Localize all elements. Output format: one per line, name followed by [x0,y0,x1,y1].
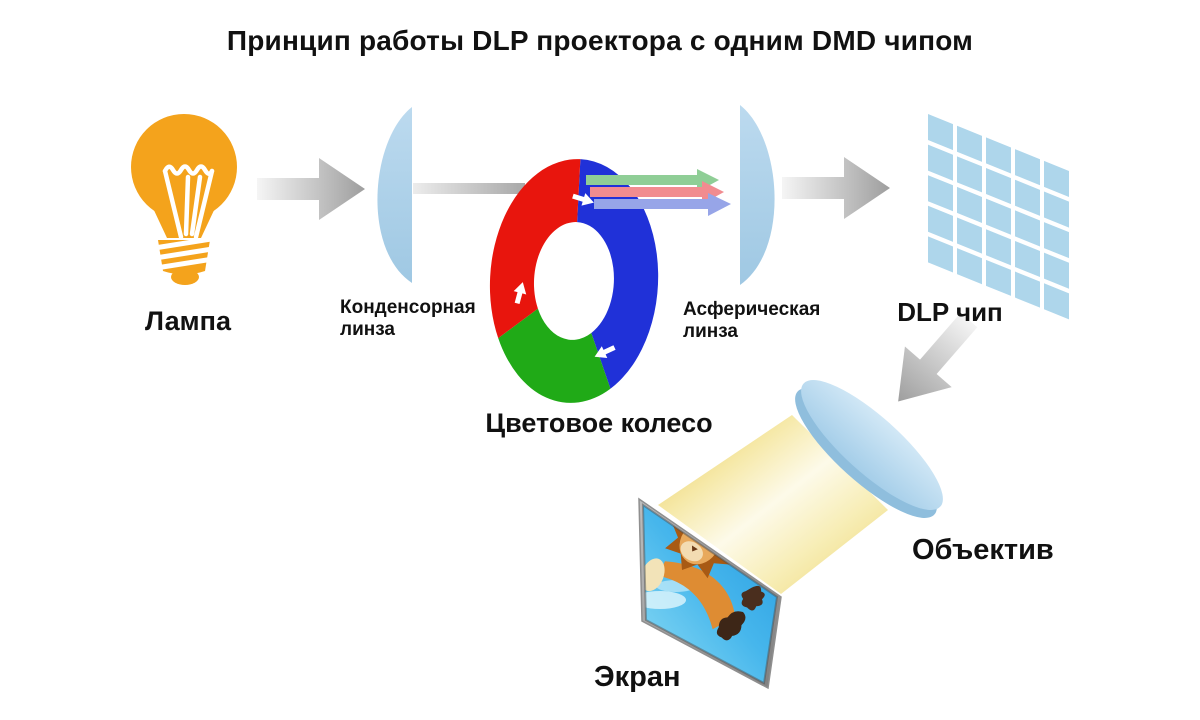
lamp-label: Лампа [145,306,231,336]
wheel-segment-green [498,308,611,403]
dmd-tile [1015,240,1040,278]
dmd-tile [1044,191,1069,228]
lamp-icon [131,114,237,285]
dlp-chip-label: DLP чип [897,297,1003,327]
condenser-lens-label: Конденсорная линза [340,297,476,342]
wheel-segment-red [489,159,581,339]
light-beam [658,415,888,594]
arrow-lens-to-chip-icon [782,157,890,219]
diagram-title: Принцип работы DLP проектора с одним DMD… [226,25,974,56]
dmd-tile [928,175,953,212]
dmd-tile [986,168,1011,205]
lamp-screw-threads [146,235,224,272]
rgb-beam-blue-icon [594,193,731,216]
dmd-tile [928,114,953,151]
condenser-lens-icon [377,107,412,283]
color-wheel-icon [489,159,659,403]
objective-label: Объектив [912,534,1054,566]
dmd-grid-tiles [928,114,1069,320]
dmd-tile [957,217,982,254]
dmd-tile [1015,179,1040,216]
dmd-tile [1044,252,1069,289]
dmd-tile [1044,160,1069,197]
dmd-tile [957,156,982,193]
dmd-tile [986,259,1011,296]
arrow-lamp-to-condenser-icon [257,158,365,220]
light-path-line [413,183,525,194]
dmd-tile [957,125,982,162]
condenser-lens-label-line1: Конденсорная [340,297,476,318]
dmd-tile [957,248,982,285]
screen-label: Экран [594,661,681,693]
dmd-tile [928,236,953,273]
condenser-lens-label-line2: линза [340,319,395,341]
color-wheel-label: Цветовое колесо [485,408,713,438]
dmd-tile [986,229,1011,266]
dmd-tile [1015,271,1040,308]
rgb-beam-red-icon [590,181,724,204]
rgb-beams [586,169,731,216]
dmd-tile [986,198,1011,235]
objective-lens-icon [795,380,943,518]
lamp-filament [162,164,215,240]
dmd-tile [957,186,982,224]
aspheric-lens-label-line2: линза [683,321,738,343]
dmd-tile [1044,283,1069,320]
dmd-tile [1015,149,1040,186]
aspheric-lens-label-line1: Асферическая [683,299,821,320]
dmd-tile [1015,210,1040,247]
aspheric-lens-label: Асферическая линза [683,299,820,344]
dmd-tile [1044,222,1069,259]
wheel-segment-blue [577,159,659,389]
dmd-tile [986,137,1011,174]
dmd-tile [928,144,953,181]
aspheric-lens-icon [740,105,775,285]
dmd-tile [928,205,953,242]
